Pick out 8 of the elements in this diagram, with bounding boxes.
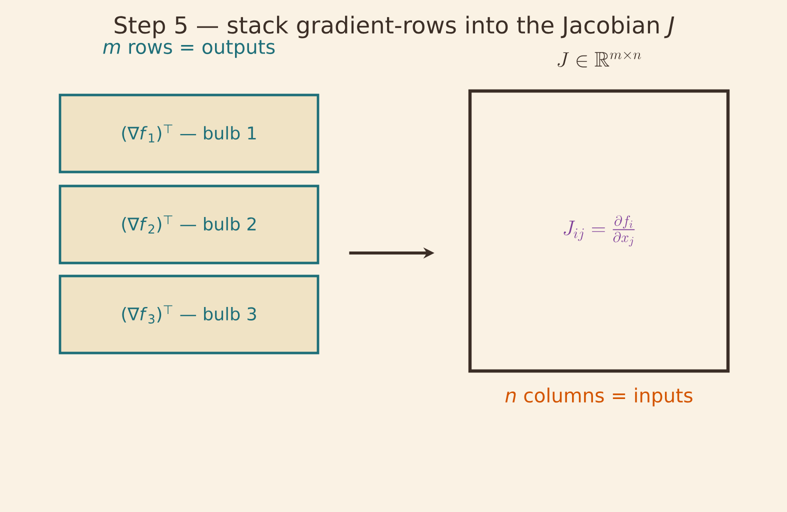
title: Step 5 — stack gradient-rows into the Jacobian J <box>114 16 674 38</box>
matrix-box: $J_{ij} = \frac{\partial f_i}{\partial x_j}$ <box>468 89 730 373</box>
row-box: (∇f$_{2}$)$^{⊤}$ — bulb 2 <box>58 184 320 264</box>
row-box: (∇f$_{1}$)$^{⊤}$ — bulb 1 <box>58 94 320 174</box>
matrix-heading: $J \in \mathbb{R}^{m \times n}$ <box>558 52 641 68</box>
note-text: m rows = outputs <box>103 40 275 58</box>
row-box: (∇f$_{3}$)$^{⊤}$ — bulb 3 <box>58 274 320 354</box>
note-text: n columns = inputs <box>505 388 692 406</box>
